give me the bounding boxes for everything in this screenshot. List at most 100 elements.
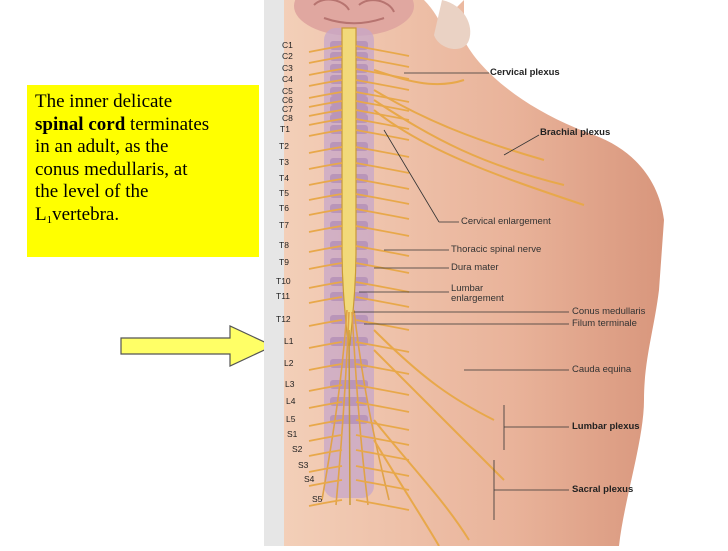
level-label-s4: S4 xyxy=(304,474,315,484)
nerve-left-t12 xyxy=(308,319,343,327)
level-label-c8: C8 xyxy=(282,113,293,123)
nerve-right-t2 xyxy=(355,146,410,158)
nerve-left-s4 xyxy=(308,479,343,487)
level-label-c3: C3 xyxy=(282,63,293,73)
level-label-s2: S2 xyxy=(292,444,303,454)
level-label-t12: T12 xyxy=(276,314,291,324)
nerve-left-l2 xyxy=(308,363,343,371)
label-lumbar-plexus: Lumbar plexus xyxy=(572,421,640,432)
nerve-right-l3 xyxy=(355,384,410,396)
level-label-t2: T2 xyxy=(279,141,289,151)
level-label-t1: T1 xyxy=(280,124,290,134)
nerve-left-t7 xyxy=(308,225,343,233)
nerve-right-l1 xyxy=(355,341,410,353)
nerve-right-l2 xyxy=(355,363,410,375)
nerve-right-t8 xyxy=(355,245,410,257)
nerve-left-t8 xyxy=(308,245,343,253)
callout-bold-term: spinal cord xyxy=(35,113,126,135)
nerve-left-t6 xyxy=(308,208,343,216)
level-label-t3: T3 xyxy=(279,157,289,167)
label-lumbar-enlargement-1: Lumbar xyxy=(451,283,484,294)
callout-line-4: conus medullaris, at xyxy=(35,158,188,180)
nerve-right-l4 xyxy=(355,401,410,413)
callout-line-2-rest: terminates xyxy=(125,113,210,135)
level-label-t5: T5 xyxy=(279,188,289,198)
label-dura-mater: Dura mater xyxy=(451,262,499,273)
nerve-left-s1 xyxy=(308,434,343,442)
label-cauda-equina: Cauda equina xyxy=(572,364,632,375)
level-label-c5: C5 xyxy=(282,86,293,96)
nerve-left-c3 xyxy=(308,68,343,76)
level-label-l2: L2 xyxy=(284,358,294,368)
level-label-c7: C7 xyxy=(282,104,293,114)
nerve-right-c1 xyxy=(355,45,410,57)
callout-box: The inner delicate spinal cord terminate… xyxy=(27,85,259,257)
nerve-right-s2 xyxy=(355,449,410,461)
nerve-right-c8 xyxy=(355,118,410,130)
level-label-l1: L1 xyxy=(284,336,294,346)
nerve-left-t9 xyxy=(308,262,343,270)
nerve-left-c8 xyxy=(308,118,343,126)
nerve-right-s3 xyxy=(355,465,410,477)
callout-vertebra-subscript: 1 xyxy=(46,213,53,226)
label-cervical-enlargement: Cervical enlargement xyxy=(461,216,551,227)
callout-line-5: the level of the xyxy=(35,181,149,203)
nerve-left-c5 xyxy=(308,91,343,99)
nerve-left-s3 xyxy=(308,465,343,473)
nerve-left-c2 xyxy=(308,56,343,64)
nerve-right-t6 xyxy=(355,208,410,220)
level-label-s1: S1 xyxy=(287,429,298,439)
nerve-right-s1 xyxy=(355,434,410,446)
nerve-right-t7 xyxy=(355,225,410,237)
nerve-right-c5 xyxy=(355,91,410,103)
nerve-right-c3 xyxy=(355,68,410,80)
label-sacral-plexus: Sacral plexus xyxy=(572,484,634,495)
level-label-c2: C2 xyxy=(282,51,293,61)
nerve-right-s5 xyxy=(355,499,410,511)
callout-line-1: The inner delicate xyxy=(35,91,173,112)
level-label-c6: C6 xyxy=(282,95,293,105)
nerve-left-c6 xyxy=(308,100,343,108)
label-conus-medullaris: Conus medullaris xyxy=(572,306,646,317)
label-lumbar-enlargement-2: enlargement xyxy=(451,293,504,304)
level-label-s5: S5 xyxy=(312,494,323,504)
label-brachial-plexus: Brachial plexus xyxy=(540,127,611,138)
nerve-left-t1 xyxy=(308,129,343,137)
nerve-left-t5 xyxy=(308,193,343,201)
level-label-l4: L4 xyxy=(286,396,296,406)
nerve-right-t1 xyxy=(355,129,410,141)
level-label-l3: L3 xyxy=(285,379,295,389)
nerve-right-t4 xyxy=(355,178,410,190)
pointer-arrow-icon xyxy=(120,325,275,367)
label-filum-terminale: Filum terminale xyxy=(572,318,637,329)
nerve-left-c4 xyxy=(308,79,343,87)
nerve-left-l5 xyxy=(308,419,343,427)
nerve-right-c4 xyxy=(355,79,410,91)
nerve-right-c2 xyxy=(355,56,410,68)
callout-vertebra-rest: vertebra. xyxy=(52,203,120,225)
nerve-left-t10 xyxy=(308,281,343,289)
label-thoracic-spinal-nerve: Thoracic spinal nerve xyxy=(451,244,542,255)
level-label-l5: L5 xyxy=(286,414,296,424)
level-label-s3: S3 xyxy=(298,460,309,470)
nerve-left-c7 xyxy=(308,109,343,117)
level-label-c4: C4 xyxy=(282,74,293,84)
nerve-right-l5 xyxy=(355,419,410,431)
level-label-t10: T10 xyxy=(276,276,291,286)
level-label-t8: T8 xyxy=(279,240,289,250)
nerve-left-c1 xyxy=(308,45,343,53)
nerve-left-t2 xyxy=(308,146,343,154)
nerve-right-t5 xyxy=(355,193,410,205)
label-cervical-plexus: Cervical plexus xyxy=(490,67,560,78)
nerve-left-t11 xyxy=(308,296,343,304)
level-label-t4: T4 xyxy=(279,173,289,183)
callout-line-3: in an adult, as the xyxy=(35,136,169,158)
nerve-right-t12 xyxy=(355,319,410,331)
callout-vertebra-letter: L xyxy=(35,203,47,225)
nerve-right-t3 xyxy=(355,162,410,174)
nerve-right-t11 xyxy=(355,296,410,308)
level-label-c1: C1 xyxy=(282,40,293,50)
level-label-t7: T7 xyxy=(279,220,289,230)
